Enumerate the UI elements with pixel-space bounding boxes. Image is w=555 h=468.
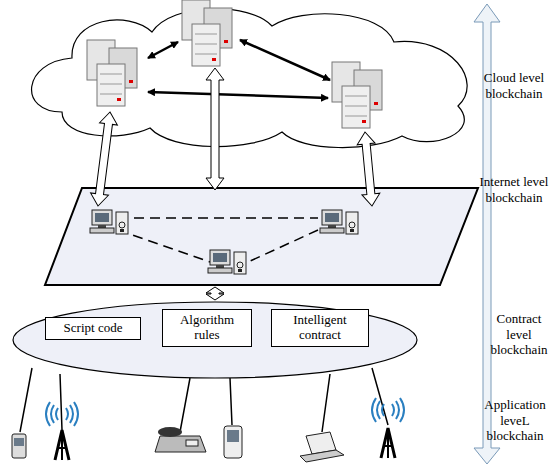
process-box: Script code [45, 317, 141, 340]
box-text: Script code [52, 321, 134, 336]
computer-icon [208, 250, 246, 274]
contract-ellipse [13, 302, 417, 378]
process-box: Algorithm rules [162, 309, 252, 347]
laptop-icon [300, 432, 344, 462]
level-label: Contract level blockchain [487, 311, 551, 358]
server-icon [332, 62, 382, 128]
mobile-icon [224, 426, 242, 458]
level-label: Application leveL blockchain [478, 397, 552, 444]
phone-icon [12, 434, 26, 458]
layer-link-arrow [206, 287, 224, 300]
computer-icon [320, 210, 358, 234]
signal-waves [46, 402, 78, 426]
level-label: Cloud level blockchain [476, 70, 552, 101]
signal-waves [372, 398, 404, 422]
cloud-link [148, 42, 178, 58]
tower-icon [55, 430, 69, 460]
tower-icon [381, 428, 395, 458]
server-icon [182, 0, 232, 66]
layer-link-arrow [89, 111, 119, 207]
internet-plane [45, 188, 478, 285]
box-text: Intelligent contract [278, 313, 362, 343]
box-text: Algorithm rules [169, 313, 245, 343]
cloud-outline [32, 9, 468, 148]
cloud-link [240, 40, 330, 80]
fax-icon [155, 427, 206, 452]
server-icon [87, 40, 137, 106]
layer-link-arrow [356, 131, 381, 207]
cloud-link [148, 92, 328, 98]
device-wire [20, 368, 388, 432]
level-label: Internet level blockchain [476, 174, 552, 205]
computer-icon [90, 210, 128, 234]
process-box: Intelligent contract [271, 309, 369, 347]
layer-link-arrow [206, 68, 224, 190]
